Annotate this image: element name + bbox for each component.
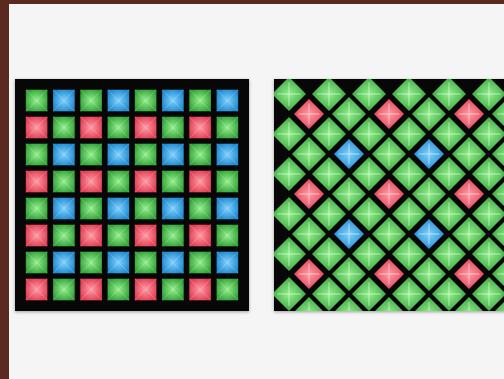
diamond-subpixel-grid bbox=[274, 79, 504, 311]
square-subpixel-grid bbox=[15, 79, 249, 311]
square-subpixel-panel bbox=[15, 79, 249, 311]
subpixel-green bbox=[472, 79, 504, 111]
diamond-subpixel-panel bbox=[274, 79, 504, 311]
subpixel-green bbox=[274, 79, 306, 111]
diagram-canvas bbox=[9, 4, 504, 379]
